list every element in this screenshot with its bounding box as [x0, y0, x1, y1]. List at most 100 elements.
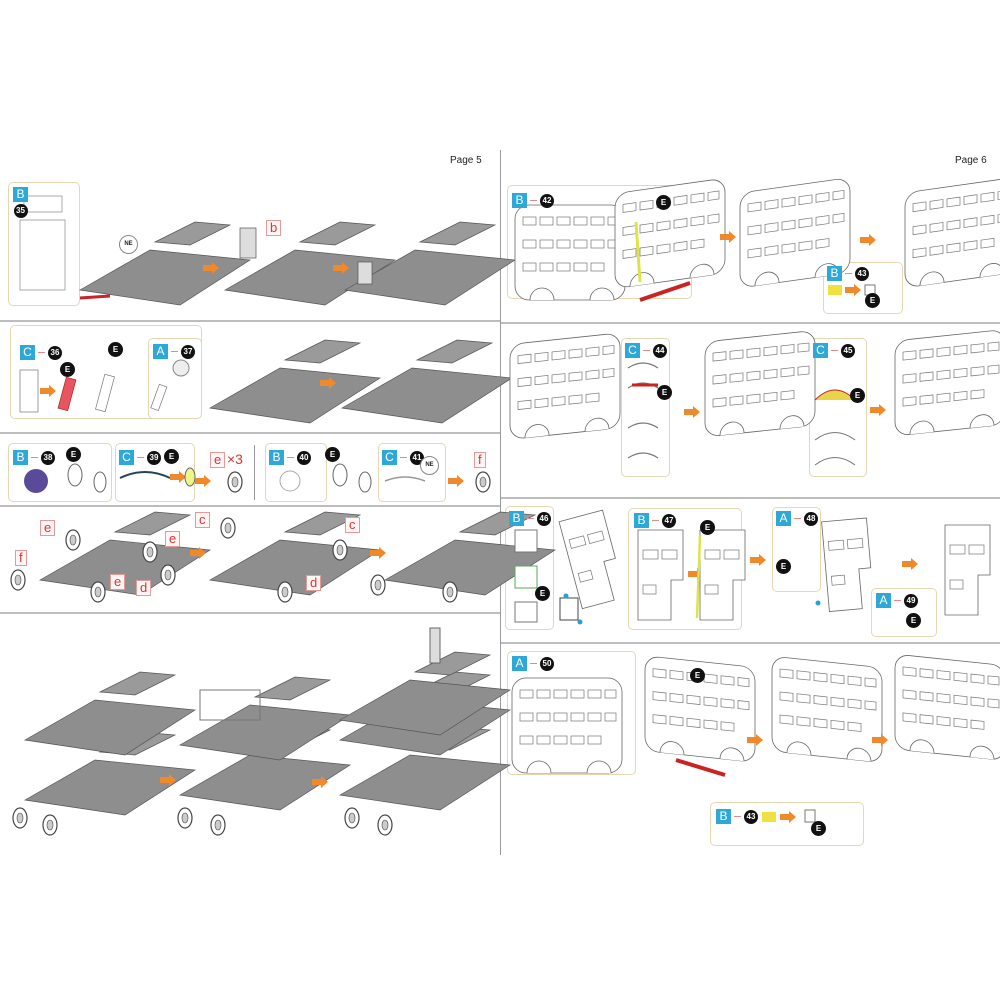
- tool-e-icon: E: [811, 821, 826, 836]
- dash: [287, 457, 294, 458]
- panel-drawing: [558, 509, 627, 610]
- part-sheet-label: C: [20, 345, 35, 360]
- tool-e-icon: E: [656, 195, 671, 210]
- callout-step-43b: [710, 802, 864, 846]
- wheel-drawing: [10, 569, 26, 591]
- busside-drawing: [509, 332, 621, 440]
- chassis-drawing: [24, 671, 196, 756]
- row-divider: [0, 320, 500, 322]
- wheel-drawing: [42, 814, 58, 836]
- row-divider: [501, 642, 1000, 644]
- assembly-stage-2: [177, 676, 351, 836]
- dash: [38, 352, 45, 353]
- chassis-drawing: [179, 676, 351, 761]
- dash: [794, 518, 801, 519]
- arrow-right-icon: [684, 406, 700, 418]
- tool-e-icon: E: [66, 447, 81, 462]
- part-tag-b: b: [266, 220, 282, 236]
- dash: [845, 273, 852, 274]
- step-number: 40: [297, 450, 311, 465]
- step-number: 43: [855, 266, 869, 281]
- step-number: 45: [841, 343, 855, 358]
- arrow-right-icon: [170, 471, 186, 483]
- tool-e-icon: E: [906, 613, 921, 628]
- dash: [831, 350, 838, 351]
- assembly-stage-3: [339, 627, 511, 836]
- part-sheet-label: B: [827, 266, 842, 281]
- tool-e-icon: E: [850, 388, 865, 403]
- arrow-right-icon: [370, 547, 386, 559]
- tool-e-icon: E: [657, 385, 672, 400]
- arrow-right-icon: [195, 475, 211, 487]
- wheel-drawing: [177, 807, 193, 829]
- dash: [643, 350, 650, 351]
- dash: [31, 457, 38, 458]
- part-tag-d: d: [306, 575, 322, 591]
- step-divider: [254, 445, 255, 500]
- part-sheet-label: C: [382, 450, 397, 465]
- arrow-right-icon: [845, 284, 861, 296]
- part-sheet-label: B: [269, 450, 284, 465]
- part-sheet-label: B: [512, 193, 527, 208]
- dash: [894, 600, 901, 601]
- panel-drawing: [699, 529, 746, 621]
- wheel-drawing: [160, 564, 176, 586]
- busside-drawing: [704, 329, 816, 438]
- panel-drawing: [821, 517, 875, 612]
- panel-drawing: [944, 524, 991, 616]
- step-number: 49: [904, 593, 918, 608]
- part-tag-e: e: [210, 452, 226, 468]
- step-badge-43: B 43: [827, 266, 869, 281]
- part-sheet-label: B: [716, 809, 731, 824]
- ne-marker: NE: [119, 235, 138, 254]
- wheel-drawing: [142, 541, 158, 563]
- part-sheet-label: A: [776, 511, 791, 526]
- row-divider: [0, 612, 500, 614]
- wheel-drawing: [210, 814, 226, 836]
- part-tag-c: c: [195, 512, 210, 528]
- busside-drawing: [894, 653, 1000, 762]
- arrow-right-icon: [780, 811, 796, 823]
- dash: [137, 457, 144, 458]
- step-number: 47: [662, 513, 676, 528]
- tool-e-icon: E: [690, 668, 705, 683]
- arrow-right-icon: [902, 558, 918, 570]
- dash: [530, 663, 537, 664]
- chassis-drawing: [209, 339, 381, 424]
- dash: [530, 200, 537, 201]
- step-number: 43: [744, 809, 758, 824]
- busside-drawing: [771, 655, 883, 764]
- arrow-right-icon: [860, 234, 876, 246]
- step-badge-40: B 40: [269, 450, 311, 465]
- part-sheet-label: C: [625, 343, 640, 358]
- part-tag-e: e: [110, 574, 126, 590]
- part-tag-e: e: [40, 520, 56, 536]
- dash: [400, 457, 407, 458]
- step-badge-36: C 36: [20, 345, 62, 360]
- page-number-right: Page 6: [955, 155, 987, 166]
- wheel-drawing: [12, 807, 28, 829]
- step-number: 36: [48, 345, 62, 360]
- callout-step-44: [621, 338, 670, 477]
- part-tag-c: c: [345, 517, 360, 533]
- part-sheet-label: A: [512, 656, 527, 671]
- step-number: 38: [41, 450, 55, 465]
- page-number-left: Page 5: [450, 155, 482, 166]
- wheel-drawing: [370, 574, 386, 596]
- part-sheet-label: A: [153, 344, 168, 359]
- wheel-drawing: [220, 517, 236, 539]
- part-sheet-label: B: [509, 511, 524, 526]
- wheel-drawing: [344, 807, 360, 829]
- part-sheet-label: C: [813, 343, 828, 358]
- step-number: 35: [13, 204, 28, 218]
- step-number: 37: [181, 344, 195, 359]
- part-sheet-label: C: [119, 450, 134, 465]
- part-tag-d: d: [136, 580, 152, 596]
- tool-e-icon: E: [164, 449, 179, 464]
